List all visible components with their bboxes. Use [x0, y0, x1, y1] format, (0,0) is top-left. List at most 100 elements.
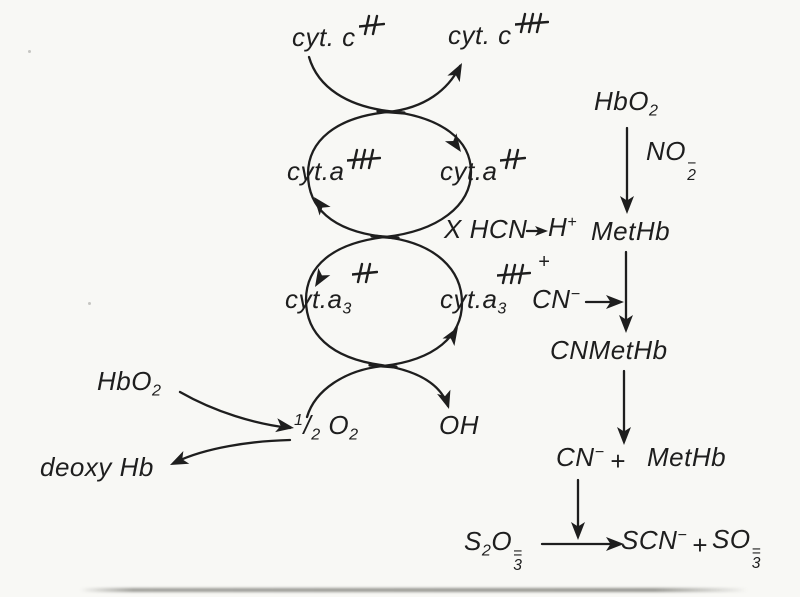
stacked-charge: −2 — [687, 154, 697, 184]
text-run: NO — [646, 136, 686, 166]
text-run: X HCN — [444, 214, 528, 244]
strand-ox-to-oh-path — [379, 363, 450, 408]
arrowhead-to-cnmethb — [619, 315, 633, 333]
text-run: SCN — [621, 525, 678, 555]
cyt-a-ferric-label: cyt.a — [287, 148, 382, 186]
strand-ox-e2-left-path — [304, 235, 387, 367]
text-run: CN — [532, 284, 571, 314]
text-run: + — [610, 446, 626, 476]
stacked-charge: =3 — [751, 542, 762, 572]
double-plus-mark — [352, 262, 378, 284]
cyt-a3-ferrous-label: cyt.a3 — [285, 286, 352, 317]
text-run: cyt.a — [285, 284, 343, 314]
arrowhead-to-half-o2 — [275, 418, 294, 433]
text-run: deoxy Hb — [40, 452, 154, 482]
arrowhead-to-deoxy-hb — [170, 451, 190, 465]
hbo2-right-label: HbO2 — [594, 88, 658, 119]
subscript: 2 — [311, 425, 321, 444]
superscript: − — [594, 443, 605, 462]
text-run: MetHb — [591, 216, 671, 246]
stacked-charge: =3 — [513, 544, 523, 573]
so3-label: SO=3 — [712, 526, 762, 572]
cyt-a-ferrous-label: cyt.a — [440, 148, 527, 186]
superscript: − — [570, 285, 581, 304]
x-hcn-label: X HCN — [444, 216, 527, 242]
strand-red-e1-left-path — [306, 110, 390, 239]
strand-ox-e1-right-path — [383, 109, 473, 239]
subscript: 3 — [342, 299, 352, 318]
text-run: O — [320, 410, 350, 440]
strand-red-e2-right-path — [381, 235, 464, 368]
subscript: 2 — [648, 101, 659, 120]
text-run: OH — [439, 410, 479, 440]
oh-label: OH — [439, 412, 479, 438]
halfo2-to-deoxyhb-path — [174, 438, 292, 464]
arrowhead-hcn-small — [535, 225, 548, 237]
arrowhead-to-cyt-c-ferric — [447, 63, 462, 83]
text-run: MetHb — [647, 442, 727, 472]
triple-plus-mark — [347, 148, 382, 170]
arrowhead-to-cn-plus-methb — [617, 427, 631, 445]
text-run: cyt.a — [440, 156, 498, 186]
cyt-c-ferrous-label: cyt. c — [292, 14, 385, 50]
mark-a3-ferric-label — [497, 263, 531, 285]
text-run: H — [548, 212, 568, 242]
plus-bottom-1-label: + — [610, 448, 626, 474]
charge-sign: − — [687, 154, 697, 172]
arrowhead-e2-up-right — [442, 327, 458, 346]
text-run: cyt.a — [287, 156, 345, 186]
subscript: 2 — [481, 541, 492, 560]
text-run: CNMetHb — [550, 335, 668, 365]
arrowhead-e1-clockwise — [444, 133, 461, 152]
strand-ox-cup-left-path — [307, 55, 390, 113]
text-run: cyt. c — [448, 20, 512, 50]
strand-red-cup-right-path — [386, 64, 462, 114]
text-run: / — [303, 410, 312, 440]
subscript: 2 — [349, 425, 359, 444]
arrowhead-to-methb — [620, 196, 634, 214]
subscript: 3 — [497, 299, 507, 318]
cyt-a3-ferric-label: cyt.a3 — [440, 286, 507, 317]
superscript: + — [567, 213, 578, 232]
waist-top-path — [376, 109, 406, 115]
arrowhead-cn-into-s2o3-line — [571, 522, 585, 540]
subscript-digit: 2 — [687, 166, 697, 184]
methb-top-label: MetHb — [591, 218, 670, 244]
hbo2-to-halfo2-path — [178, 390, 292, 430]
h-plus-label: H+ — [548, 214, 577, 240]
charge-sign: = — [513, 544, 523, 562]
cyt-c-ferric-label: cyt. c — [448, 12, 549, 50]
half-o2-label: 1/2 O2 — [294, 412, 359, 443]
hbo2-left-label: HbO2 — [97, 368, 161, 399]
cn-bottom-label: CN− — [556, 444, 604, 470]
text-run: CN — [556, 442, 595, 472]
text-run: HbO — [594, 86, 649, 116]
subscript: 2 — [151, 381, 162, 400]
charge-sign: = — [751, 542, 762, 560]
arrowhead-to-scn — [606, 537, 624, 551]
plus-bottom-2-label: + — [692, 532, 708, 558]
arrowhead-e1-up-left — [314, 197, 331, 216]
arrowhead-e2-down-left — [315, 267, 331, 287]
deoxy-hb-label: deoxy Hb — [40, 454, 154, 480]
no2-label: NO−2 — [646, 136, 697, 184]
text-run: + — [538, 251, 551, 273]
s2o3-label: S2O=3 — [464, 526, 523, 573]
text-run: + — [692, 530, 708, 560]
text-run: cyt.a — [440, 284, 498, 314]
scan-speck — [28, 50, 31, 53]
methb-bottom-label: MetHb — [647, 444, 726, 470]
scan-speck — [88, 302, 91, 305]
subscript-digit: 3 — [751, 554, 761, 572]
text-run: S — [464, 526, 482, 556]
superscript: − — [677, 526, 688, 545]
scn-label: SCN− — [621, 527, 687, 553]
waist-bottom-path — [368, 363, 398, 369]
text-run: HbO — [97, 366, 152, 396]
plus-mid-label: + — [538, 252, 550, 272]
page-edge-shadow — [80, 588, 748, 592]
strand-red-from-halfo2-path — [305, 364, 385, 419]
superscript: 1 — [294, 411, 304, 430]
